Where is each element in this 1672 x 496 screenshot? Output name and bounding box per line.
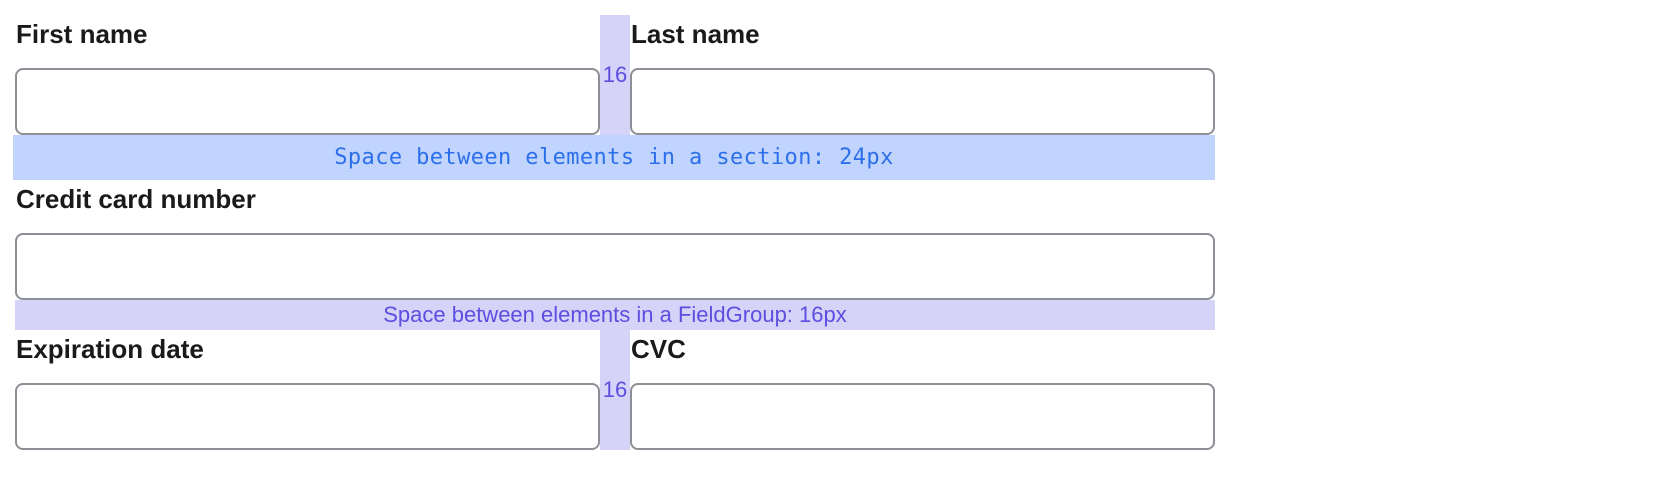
credit-card-label: Credit card number	[16, 184, 256, 214]
field-gap-value-top: 16	[602, 62, 628, 87]
cvc-label: CVC	[631, 334, 686, 364]
fieldgroup-spacing-text: Space between elements in a FieldGroup: …	[383, 302, 847, 327]
last-name-input[interactable]	[630, 68, 1215, 135]
expiration-date-label: Expiration date	[16, 334, 204, 364]
expiration-date-input[interactable]	[15, 383, 600, 450]
field-gap-column-top	[600, 15, 630, 135]
section-spacing-annotation: Space between elements in a section: 24p…	[13, 135, 1215, 180]
first-name-input[interactable]	[15, 68, 600, 135]
fieldgroup-spacing-annotation: Space between elements in a FieldGroup: …	[15, 300, 1215, 330]
cvc-input[interactable]	[630, 383, 1215, 450]
field-gap-column-bottom	[600, 330, 630, 450]
section-spacing-text: Space between elements in a section: 24p…	[334, 145, 894, 170]
last-name-label: Last name	[631, 19, 760, 49]
field-gap-value-bottom: 16	[602, 377, 628, 402]
first-name-label: First name	[16, 19, 148, 49]
credit-card-input[interactable]	[15, 233, 1215, 300]
